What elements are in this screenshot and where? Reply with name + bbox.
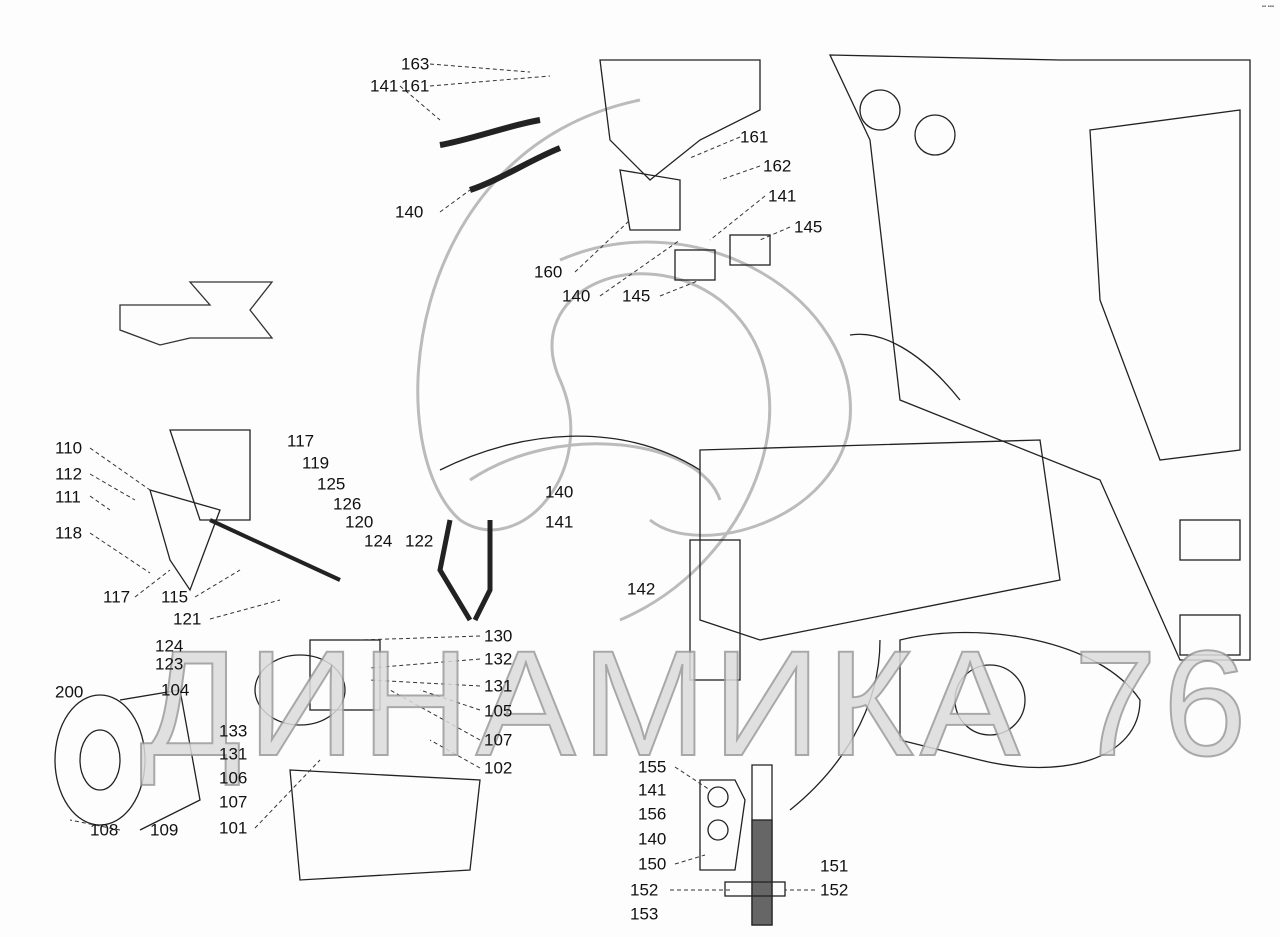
callout-label: 140 <box>545 482 574 502</box>
callout-label: 125 <box>317 474 346 494</box>
callout-label: 119 <box>302 453 330 473</box>
callout-label: 145 <box>794 217 823 237</box>
callout-label: 123 <box>155 654 184 674</box>
compressor <box>254 654 346 726</box>
callout-label: 141 <box>545 512 574 532</box>
callout-label: 106 <box>219 768 248 788</box>
callout-label: 200 <box>55 682 84 702</box>
corner-mark: ▪▪ ▪▪▪ <box>1261 4 1274 10</box>
callout-label: 121 <box>173 609 202 629</box>
callout-label: 142 <box>627 579 656 599</box>
cab-outline <box>828 54 1251 661</box>
callout-label: 117 <box>287 431 315 451</box>
curve-arrow-2 <box>439 435 701 471</box>
callout-label: 104 <box>161 680 190 700</box>
hose-141 <box>439 117 541 148</box>
callout-label: 161 <box>740 127 769 147</box>
callout-label: 126 <box>333 494 362 514</box>
callout-label: 110 <box>55 438 83 458</box>
callout-label: 140 <box>562 286 591 306</box>
callout-label: 131 <box>484 676 513 696</box>
callout-label: 115 <box>161 587 189 607</box>
callout-label: 152 <box>630 880 659 900</box>
callout-label: 151 <box>820 856 849 876</box>
callout-label: 132 <box>484 649 513 669</box>
watermark-text: ДИНАМИКА 76 <box>139 619 1253 787</box>
callout-label: 122 <box>405 531 434 551</box>
bracket <box>149 489 221 592</box>
callout-label: 160 <box>534 262 563 282</box>
callout-label: 118 <box>55 523 83 543</box>
callout-label: 105 <box>484 701 513 721</box>
pulley <box>54 694 146 826</box>
callout-label: 155 <box>638 757 667 777</box>
callout-label: 141 <box>638 780 667 800</box>
callout-label: 141 <box>768 186 797 206</box>
callout-label: 107 <box>219 792 248 812</box>
callout-label: 117 <box>103 587 131 607</box>
curve-arrow-3 <box>789 639 881 811</box>
callout-label: 163 <box>401 54 430 74</box>
callout-label: 131 <box>219 744 248 764</box>
callout-label: 102 <box>484 758 513 778</box>
callout-label: 140 <box>395 202 424 222</box>
callout-label: 150 <box>638 854 667 874</box>
callout-label: 124 <box>364 531 393 551</box>
callout-label: 141 <box>370 76 399 96</box>
callout-label: 130 <box>484 626 513 646</box>
callout-label: 153 <box>630 904 659 924</box>
callout-label: 101 <box>219 818 248 838</box>
callout-label: 152 <box>820 880 849 900</box>
callout-label: 109 <box>150 820 179 840</box>
callout-label: 156 <box>638 804 667 824</box>
callout-label: 108 <box>90 820 119 840</box>
watermark-logo <box>416 98 852 622</box>
callout-label: 107 <box>484 730 513 750</box>
callout-label: 140 <box>638 829 667 849</box>
curve-arrow-1 <box>849 333 961 401</box>
callout-label: 133 <box>219 721 248 741</box>
callout-label: 162 <box>763 156 792 176</box>
direction-arrow <box>119 281 274 346</box>
callout-label: 124 <box>155 636 184 656</box>
callout-label: 111 <box>55 487 81 507</box>
callout-label: 112 <box>55 464 83 484</box>
callout-label: 120 <box>345 512 374 532</box>
engine-outline <box>699 439 1061 641</box>
callout-label: 161 <box>401 76 430 96</box>
hose-140 <box>469 145 562 193</box>
callout-label: 145 <box>622 286 651 306</box>
